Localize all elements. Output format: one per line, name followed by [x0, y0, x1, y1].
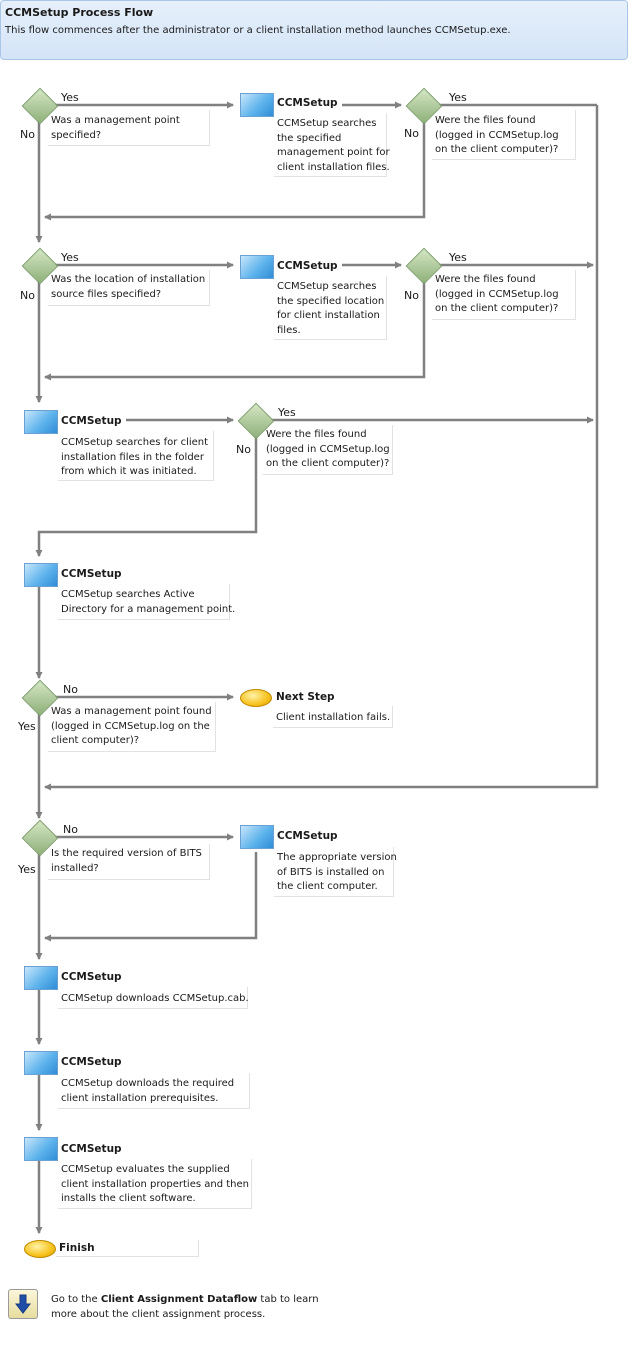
process-title: CCMSetup [61, 415, 122, 427]
no-label: No [20, 289, 35, 302]
process-text-download-cab: CCMSetup downloads CCMSetup.cab. [61, 993, 249, 1004]
decision-callout [48, 110, 210, 146]
terminator-oval-icon [24, 1240, 56, 1258]
ccmsetup-process-icon [24, 1137, 58, 1161]
ccmsetup-process-icon [24, 966, 58, 990]
decision-callout [48, 844, 210, 880]
yes-label: Yes [449, 251, 467, 264]
finish-title: Finish [59, 1242, 95, 1254]
yes-label: Yes [18, 863, 36, 876]
decision-text-files-found-source: Were the files found(logged in CCMSetup.… [435, 274, 559, 314]
connector [35, 435, 258, 557]
yes-label: Yes [61, 91, 79, 104]
no-label: No [236, 443, 251, 456]
yes-label: Yes [18, 720, 36, 733]
flow-subtitle: This flow commences after the administra… [5, 25, 511, 36]
no-label: No [63, 823, 78, 836]
process-title: CCMSetup [61, 1056, 122, 1068]
process-callout [274, 113, 387, 177]
process-callout [58, 431, 214, 481]
yes-label: Yes [61, 251, 79, 264]
flow-header: CCMSetup Process Flow This flow commence… [0, 0, 628, 60]
no-label: No [404, 289, 419, 302]
connector [44, 280, 426, 381]
process-callout [58, 1073, 250, 1109]
no-label: No [404, 127, 419, 140]
process-title: CCMSetup [61, 1143, 122, 1155]
decision-callout [263, 425, 393, 475]
footer-text: Go to the Client Assignment Dataflow tab… [51, 1294, 319, 1320]
process-callout [58, 1159, 252, 1209]
process-callout [58, 584, 230, 620]
ccmsetup-process-icon [24, 1051, 58, 1075]
ccmsetup-process-icon [240, 255, 274, 279]
process-title: CCMSetup [61, 971, 122, 983]
connector [44, 105, 599, 791]
process-title: CCMSetup [277, 260, 338, 272]
decision-callout [48, 702, 216, 752]
decision-text-mp-found: Was a management point found(logged in C… [51, 706, 212, 746]
down-arrow-icon[interactable] [8, 1289, 38, 1319]
process-title: CCMSetup [277, 830, 338, 842]
yes-label: Yes [449, 91, 467, 104]
decision-text-files-found-folder: Were the files found(logged in CCMSetup.… [266, 429, 390, 469]
down-arrow-icon [15, 1294, 31, 1314]
process-callout [274, 276, 387, 340]
failure-text: Client installation fails. [276, 712, 391, 723]
client-assignment-dataflow-link[interactable]: Client Assignment Dataflow [100, 1294, 258, 1305]
no-label: No [63, 683, 78, 696]
finish-callout [56, 1240, 199, 1257]
next-step-title: Next Step [276, 691, 335, 703]
process-callout [274, 847, 394, 897]
decision-callout [432, 110, 576, 160]
ccmsetup-process-icon [240, 93, 274, 117]
connector [44, 120, 426, 221]
ccmsetup-process-icon [240, 825, 274, 849]
process-title: CCMSetup [277, 97, 338, 109]
process-callout [58, 987, 248, 1009]
decision-callout [432, 270, 576, 320]
terminator-oval-icon [240, 689, 272, 707]
connector [44, 852, 258, 942]
process-callout [273, 706, 393, 728]
decision-callout [48, 270, 210, 306]
decision-text-files-found-mp: Were the files found(logged in CCMSetup.… [435, 115, 559, 155]
no-label: No [20, 128, 35, 141]
ccmsetup-process-icon [24, 563, 58, 587]
ccmsetup-process-icon [24, 410, 58, 434]
flow-title: CCMSetup Process Flow [5, 6, 154, 19]
yes-label: Yes [278, 406, 296, 419]
process-title: CCMSetup [61, 568, 122, 580]
